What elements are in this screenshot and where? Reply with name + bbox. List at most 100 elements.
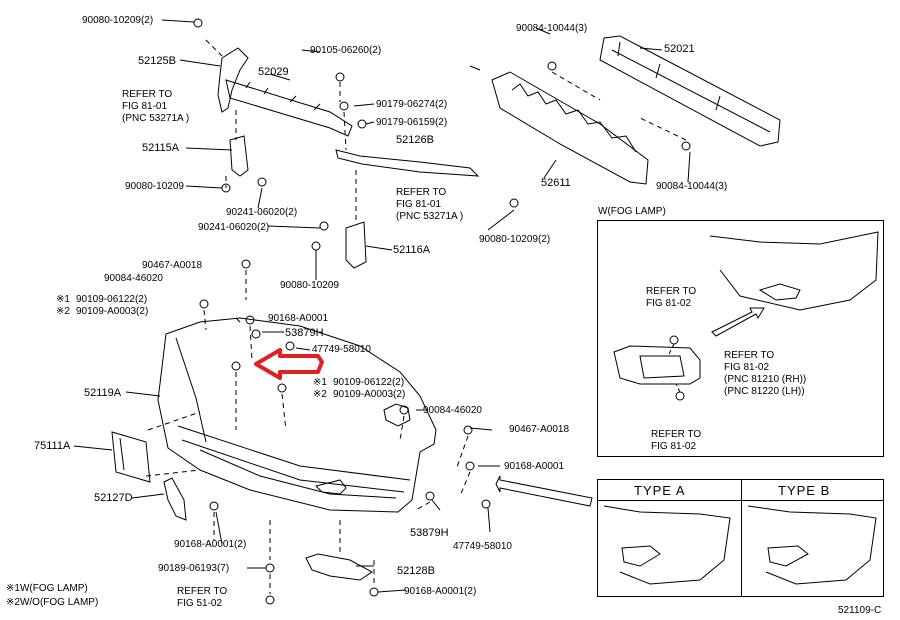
label-75111a: 75111A	[34, 440, 71, 452]
footnote-2-key: ※2	[6, 597, 20, 608]
refer-note-1-line-2: FIG 81-01	[122, 101, 168, 112]
label-52021: 52021	[664, 43, 695, 55]
fog-refer-a: REFER TO FIG 81-02	[646, 286, 696, 310]
refer-note-2-line-3: (PNC 53271A )	[396, 211, 464, 222]
label-52126b: 52126B	[396, 134, 434, 146]
label-90467-a0018-right: 90467-A0018	[509, 424, 570, 435]
diagram-id: 521109-C	[838, 605, 882, 616]
fog-refer-a-line-1: REFER TO	[646, 286, 697, 297]
refer-note-2-line-2: FIG 81-01	[396, 199, 442, 210]
label-52119a: 52119A	[84, 387, 122, 399]
type-b-detail	[747, 505, 877, 585]
fog-refer-b-line-3: (PNC 81210 (RH))	[724, 374, 807, 385]
alignment-lines	[145, 39, 687, 594]
label-53879h-top: 53879H	[285, 327, 324, 339]
fog-bumper-detail	[709, 231, 879, 311]
fog-refer-b-line-1: REFER TO	[724, 350, 775, 361]
fog-lamp-detail	[613, 345, 701, 385]
detail-arrow	[495, 475, 593, 507]
footnote-1: ※1W(FOG LAMP)	[6, 583, 88, 595]
reinforcement-52029	[225, 79, 353, 137]
label-90080-10209-2-right: 90080-10209(2)	[479, 234, 551, 245]
label-90109-a0003-2-mid: 90109-A0003(2)	[333, 389, 406, 400]
absorber-52611	[491, 71, 649, 185]
label-52116a: 52116A	[393, 244, 431, 256]
bracket-52116a	[345, 221, 367, 269]
label-90080-10209-mid: 90080-10209	[280, 280, 339, 291]
footnote-2: ※2W/O(FOG LAMP)	[6, 597, 98, 609]
type-header-line	[597, 479, 884, 501]
type-a-label: TYPE A	[634, 483, 686, 498]
label-90168-a0001-right: 90168-A0001	[504, 461, 565, 472]
footnote-1-key: ※1	[6, 583, 20, 594]
fog-detail-arrow	[711, 307, 765, 337]
label-90241-06020-2b: 90241-06020(2)	[198, 222, 270, 233]
fog-refer-b: REFER TO FIG 81-02 (PNC 81210 (RH)) (PNC…	[724, 350, 806, 398]
refer-note-3: REFER TO FIG 51-02	[177, 586, 227, 610]
label-90168-a0001-left: 90168-A0001	[268, 313, 329, 324]
label-90084-10044-3-bot: 90084-10044(3)	[656, 181, 728, 192]
label-90084-46020-left: 90084-46020	[104, 273, 163, 284]
refer-note-2: REFER TO FIG 81-01 (PNC 53271A )	[396, 187, 463, 223]
label-90080-10209-2-top: 90080-10209(2)	[82, 15, 154, 26]
label-47749-58010-bot: 47749-58010	[453, 541, 512, 552]
cover-52128b	[305, 553, 373, 581]
label-52611: 52611	[541, 177, 571, 189]
label-90084-46020-right: 90084-46020	[423, 405, 482, 416]
label-52115a: 52115A	[142, 142, 180, 154]
label-52127d: 52127D	[94, 492, 133, 504]
label-90467-a0018-left: 90467-A0018	[142, 260, 203, 271]
fog-refer-b-line-4: (PNC 81220 (LH))	[724, 386, 805, 397]
reinforcement-52021	[599, 35, 781, 147]
license-bracket-75111a	[111, 431, 151, 483]
bumper-cover-52119a	[157, 317, 437, 513]
refer-note-1-line-1: REFER TO	[122, 89, 173, 100]
fog-lamp-detail-box	[597, 220, 884, 457]
refer-note-2-line-1: REFER TO	[396, 187, 447, 198]
fasteners	[193, 18, 691, 605]
label-52029: 52029	[258, 66, 289, 78]
footnote-2-text: W/O(FOG LAMP)	[19, 597, 99, 608]
label-90189-06193-7: 90189-06193(7)	[158, 563, 230, 574]
fog-refer-a-line-2: FIG 81-02	[646, 298, 692, 309]
bracket-52125b	[217, 47, 249, 113]
label-90168-a0001-2-left: 90168-A0001(2)	[174, 539, 247, 550]
refer-note-3-line-2: FIG 51-02	[177, 598, 223, 609]
type-b-box	[741, 479, 884, 597]
refer-note-3-line-1: REFER TO	[177, 586, 228, 597]
highlight-arrow	[254, 348, 324, 380]
note-key-1-mid: ※1	[313, 377, 327, 388]
fog-refer-c-line-1: REFER TO	[651, 429, 702, 440]
note-key-2-mid: ※2	[313, 389, 327, 400]
label-90241-06020-2a: 90241-06020(2)	[226, 207, 298, 218]
label-90084-10044-3-top: 90084-10044(3)	[516, 23, 588, 34]
label-52125b: 52125B	[138, 55, 176, 67]
type-b-label: TYPE B	[778, 483, 831, 498]
retainer-52126b	[335, 149, 480, 177]
label-52128b: 52128B	[397, 565, 435, 577]
label-90105-06260-2: 90105-06260(2)	[310, 45, 382, 56]
type-a-detail	[603, 505, 731, 585]
note-key-1-left: ※1	[56, 294, 70, 305]
label-90179-06274-2: 90179-06274(2)	[376, 99, 448, 110]
label-90179-06159-2: 90179-06159(2)	[376, 117, 448, 128]
fog-refer-c-line-2: FIG 81-02	[651, 441, 697, 452]
cover-52127d	[163, 477, 187, 521]
fog-refer-c: REFER TO FIG 81-02	[651, 429, 701, 453]
refer-note-1-line-3: (PNC 53271A )	[122, 113, 190, 124]
label-90168-a0001-2-bot: 90168-A0001(2)	[404, 586, 477, 597]
label-53879h-bot: 53879H	[410, 527, 449, 539]
label-90109-06122-2-left: 90109-06122(2)	[76, 294, 148, 305]
refer-note-1: REFER TO FIG 81-01 (PNC 53271A )	[122, 89, 189, 125]
fog-box-title: W(FOG LAMP)	[598, 206, 666, 217]
leader-lines	[73, 19, 691, 593]
label-90080-10209-left: 90080-10209	[125, 181, 184, 192]
fog-refer-b-line-2: FIG 81-02	[724, 362, 770, 373]
label-90109-06122-2-mid: 90109-06122(2)	[333, 377, 405, 388]
label-47749-58010-top: 47749-58010	[312, 344, 371, 355]
note-key-2-left: ※2	[56, 306, 70, 317]
label-90109-a0003-2-left: 90109-A0003(2)	[76, 306, 149, 317]
footnote-1-text: W(FOG LAMP)	[19, 583, 88, 594]
bracket-52115a	[229, 135, 249, 177]
